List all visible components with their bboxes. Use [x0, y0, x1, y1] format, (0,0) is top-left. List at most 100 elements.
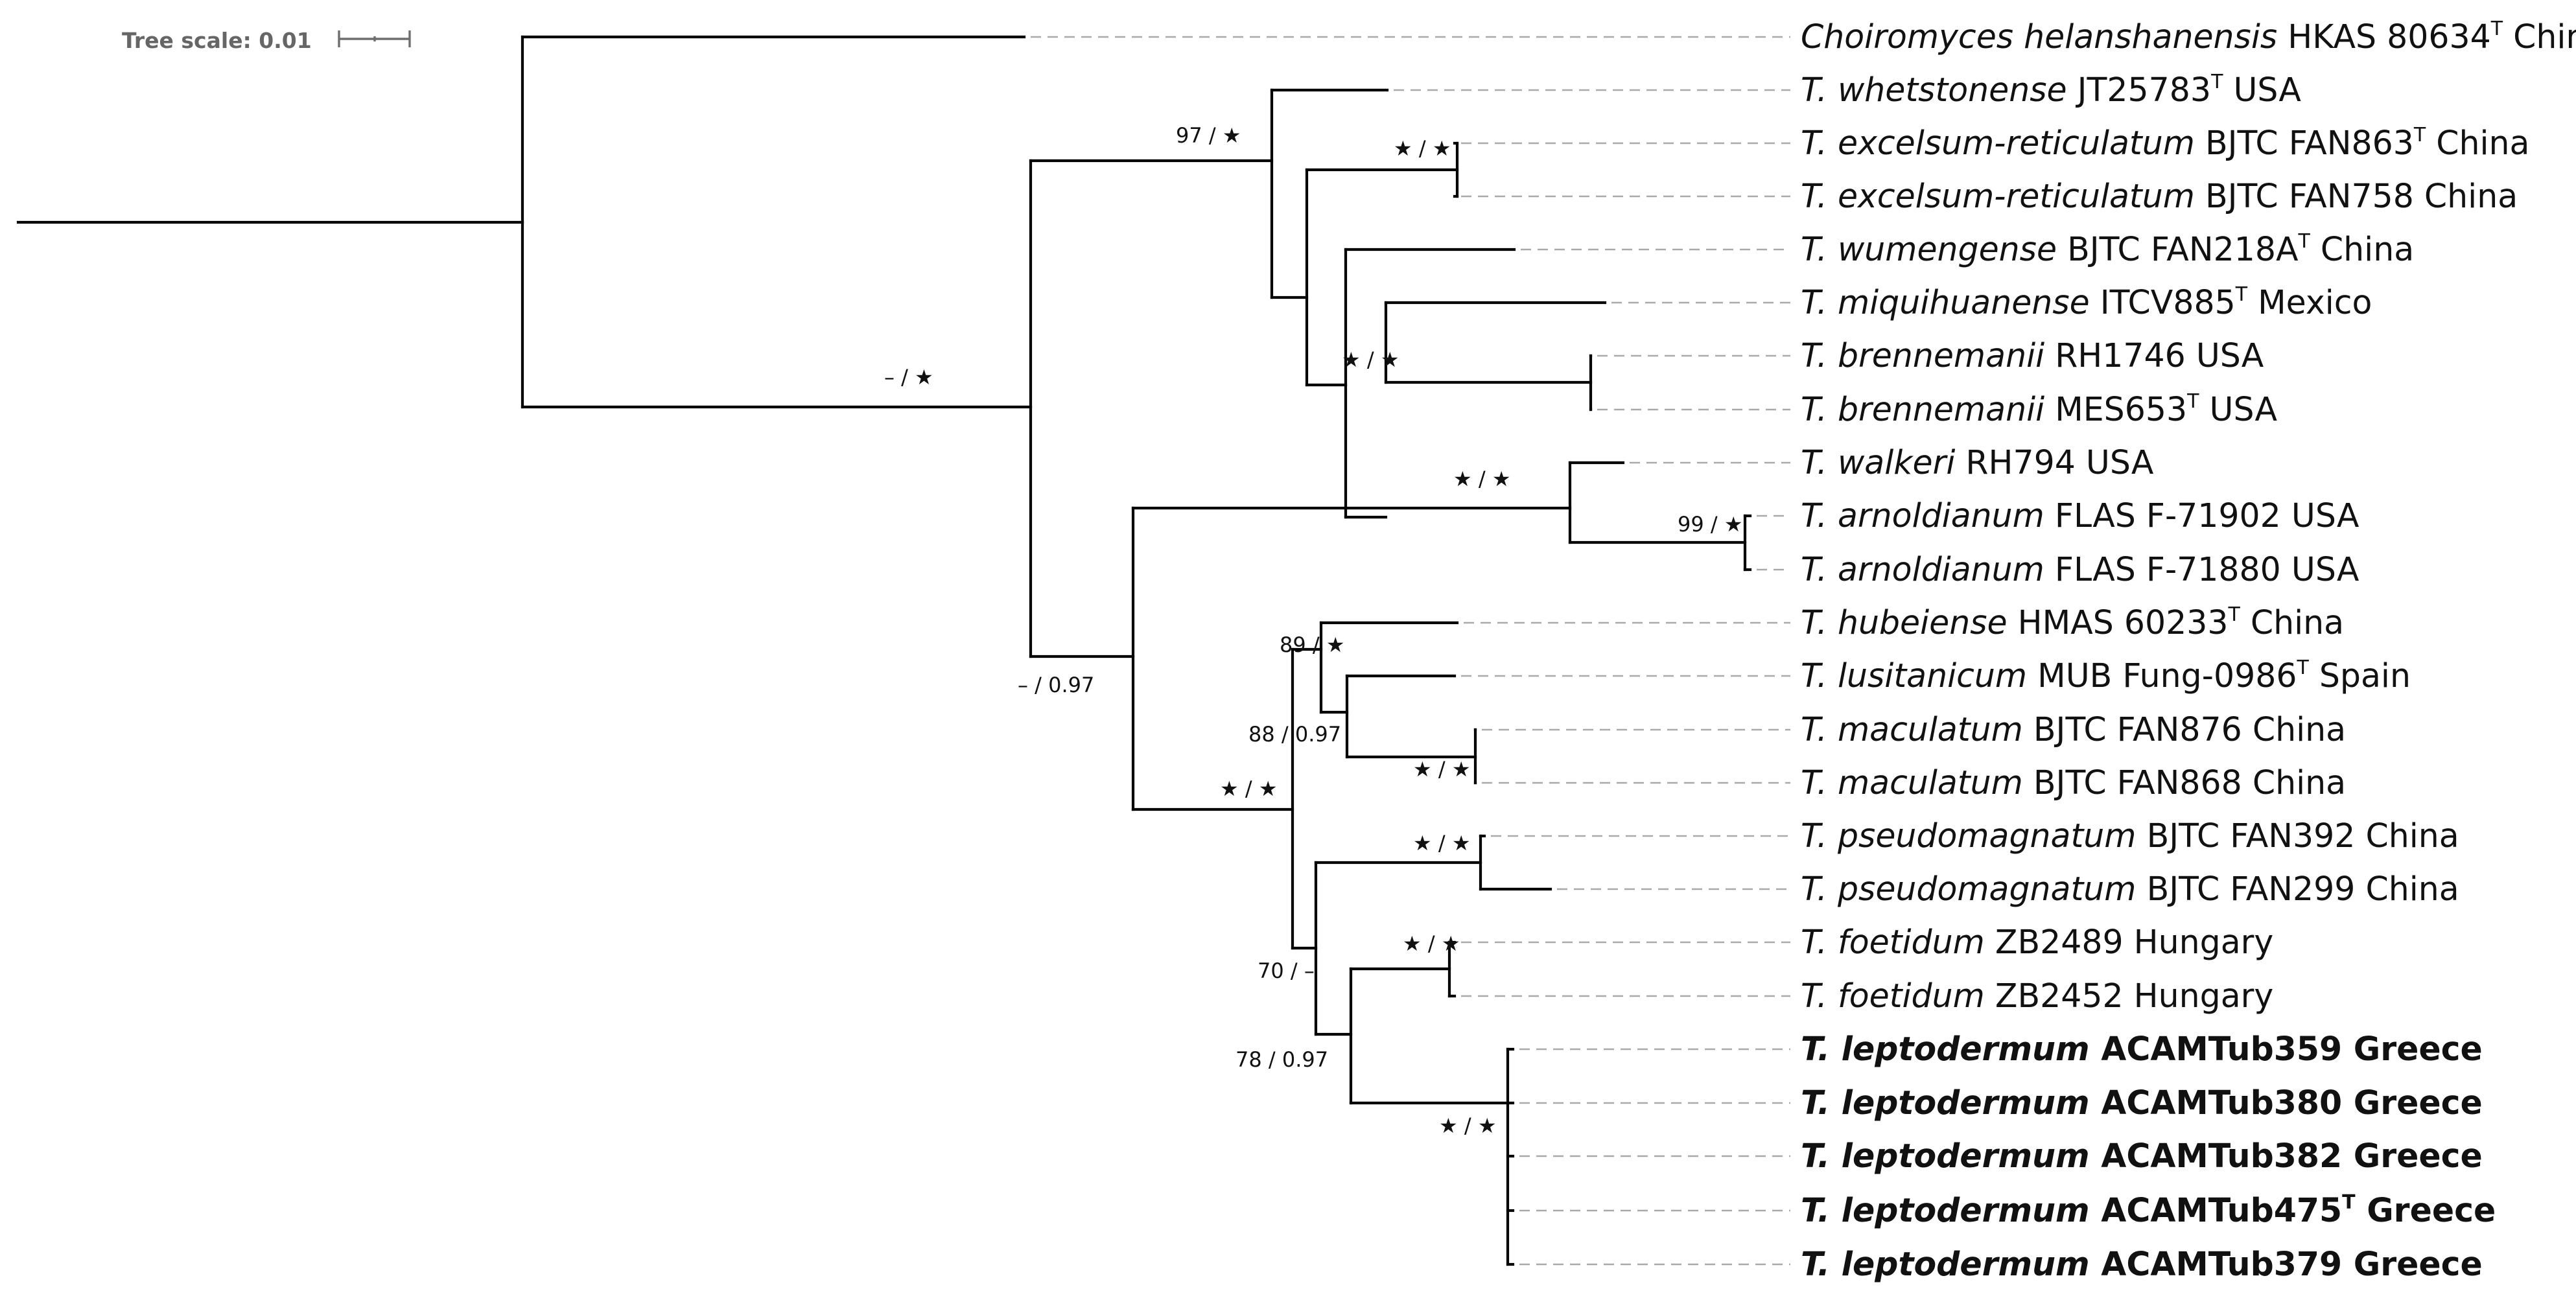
tip-voucher: BJTC FAN868 — [2023, 763, 2242, 802]
tip-voucher: BJTC FAN392 — [2137, 817, 2356, 855]
tip-label: T. maculatum BJTC FAN868 China — [1801, 763, 2346, 802]
type-marker: T — [2342, 1191, 2356, 1214]
tip-voucher: ACAMTub359 — [2090, 1030, 2342, 1068]
tip-label: T. excelsum-reticulatum BJTC FAN758 Chin… — [1801, 177, 2518, 215]
tip-voucher: FLAS F-71880 — [2044, 550, 2281, 588]
tip-country: China — [2240, 603, 2344, 642]
type-marker: T — [2186, 390, 2199, 413]
tip-species: T. leptodermum — [1801, 1245, 2090, 1283]
tip-label: T. maculatum BJTC FAN876 China — [1801, 710, 2346, 749]
tip-voucher: FLAS F-71902 — [2044, 496, 2281, 535]
tip-species: T. pseudomagnatum — [1801, 870, 2137, 908]
tip-country: Hungary — [2124, 923, 2274, 961]
tip-species: T. hubeiense — [1801, 603, 2008, 642]
tip-voucher: BJTC FAN876 — [2023, 710, 2242, 749]
tip-country: China — [2426, 124, 2529, 162]
tip-label: T. hubeiense HMAS 60233T China — [1801, 603, 2344, 642]
tip-label: T. leptodermum ACAMTub382 Greece — [1801, 1137, 2483, 1175]
tip-voucher: RH1746 — [2044, 336, 2186, 375]
tip-species: T. maculatum — [1801, 763, 2023, 802]
tip-country: USA — [2281, 550, 2359, 588]
support-value: ★ / ★ — [1220, 776, 1278, 801]
tip-label: T. arnoldianum FLAS F-71902 USA — [1801, 496, 2359, 535]
tip-voucher: ZB2452 — [1985, 977, 2124, 1015]
support-value: ★ / ★ — [1453, 467, 1511, 491]
tip-country: Greece — [2342, 1084, 2483, 1122]
tip-voucher: ACAMTub380 — [2090, 1084, 2342, 1122]
tip-country: USA — [2076, 443, 2154, 482]
tip-country: Greece — [2342, 1137, 2483, 1175]
tip-species: T. leptodermum — [1801, 1084, 2090, 1122]
support-value: 99 / ★ — [1678, 512, 1743, 537]
tip-label: T. lusitanicum MUB Fung-0986T Spain — [1801, 656, 2411, 695]
tip-label: T. pseudomagnatum BJTC FAN299 China — [1801, 870, 2459, 908]
tip-country: China — [2414, 177, 2518, 215]
type-marker: T — [2298, 230, 2311, 253]
tip-species: T. excelsum-reticulatum — [1801, 124, 2195, 162]
support-value: ★ / ★ — [1439, 1113, 1497, 1138]
tree-branches — [16, 35, 1752, 1266]
type-marker: T — [2296, 656, 2309, 679]
tip-voucher: ACAMTub379 — [2090, 1245, 2342, 1283]
tip-voucher: ACAMTub475 — [2090, 1191, 2342, 1229]
tip-country: Greece — [2342, 1245, 2483, 1283]
tip-labels: Choiromyces helanshanensis HKAS 80634T C… — [1801, 17, 2576, 1283]
tip-species: T. foetidum — [1801, 923, 1985, 961]
tip-species: T. leptodermum — [1801, 1191, 2090, 1229]
tip-voucher: BJTC FAN758 — [2195, 177, 2414, 215]
tip-country: China — [2355, 870, 2459, 908]
support-value: ★ / ★ — [1403, 931, 1460, 956]
tip-voucher: ACAMTub382 — [2090, 1137, 2342, 1175]
tip-voucher: BJTC FAN863 — [2195, 124, 2414, 162]
tip-label: T. leptodermum ACAMTub379 Greece — [1801, 1245, 2483, 1283]
tip-species: T. leptodermum — [1801, 1030, 2090, 1068]
tip-label: T. foetidum ZB2489 Hungary — [1801, 923, 2273, 961]
tip-species: T. walkeri — [1801, 443, 1955, 482]
tip-country: Mexico — [2247, 283, 2372, 321]
tip-country: USA — [2199, 390, 2277, 428]
tip-country: China — [2310, 230, 2414, 268]
type-marker: T — [2490, 17, 2503, 40]
tree-scale: Tree scale: 0.01 — [122, 28, 411, 53]
tip-species: T. excelsum-reticulatum — [1801, 177, 2195, 215]
type-marker: T — [2235, 283, 2248, 306]
tip-leader-lines — [1031, 36, 1790, 1266]
tip-label: T. brennemanii MES653T USA — [1801, 390, 2277, 428]
support-value: ★ / ★ — [1413, 757, 1471, 782]
support-value: ★ / ★ — [1342, 347, 1399, 372]
support-value: – / 0.97 — [1018, 673, 1094, 697]
tip-country: China — [2242, 763, 2346, 802]
tip-label: T. whetstonense JT25783T USA — [1801, 71, 2301, 109]
tip-voucher: HMAS 60233 — [2008, 603, 2229, 642]
tip-country: Greece — [2342, 1030, 2483, 1068]
tip-country: USA — [2186, 336, 2264, 375]
tip-species: T. brennemanii — [1801, 336, 2044, 375]
tip-voucher: BJTC FAN299 — [2137, 870, 2356, 908]
tree-scale-bar — [338, 30, 411, 47]
tip-voucher: BJTC FAN218A — [2057, 230, 2299, 268]
tip-country: Hungary — [2124, 977, 2274, 1015]
tip-label: T. walkeri RH794 USA — [1801, 443, 2154, 482]
support-value: 78 / 0.97 — [1235, 1047, 1328, 1072]
tip-species: T. lusitanicum — [1801, 656, 2027, 695]
tip-species: T. arnoldianum — [1801, 496, 2044, 535]
tip-voucher: MUB Fung-0986 — [2027, 656, 2297, 695]
support-value: 70 / – — [1258, 958, 1315, 983]
support-value: ★ / ★ — [1394, 136, 1451, 161]
tip-label: T. pseudomagnatum BJTC FAN392 China — [1801, 817, 2459, 855]
tip-label: T. wumengense BJTC FAN218AT China — [1801, 230, 2414, 268]
tip-label: T. leptodermum ACAMTub380 Greece — [1801, 1084, 2483, 1122]
tip-country: Greece — [2356, 1191, 2496, 1229]
tip-label: T. excelsum-reticulatum BJTC FAN863T Chi… — [1801, 124, 2530, 162]
support-value: 97 / ★ — [1176, 123, 1241, 148]
tip-species: T. whetstonense — [1801, 71, 2067, 109]
tip-label: T. leptodermum ACAMTub475T Greece — [1801, 1191, 2496, 1229]
tip-species: T. brennemanii — [1801, 390, 2044, 428]
tip-voucher: ZB2489 — [1985, 923, 2124, 961]
support-values: 97 / ★★ / ★★ / ★– / ★★ / ★99 / ★– / 0.97… — [884, 123, 1743, 1138]
tip-species: T. arnoldianum — [1801, 550, 2044, 588]
tip-voucher: RH794 — [1955, 443, 2076, 482]
tip-species: T. maculatum — [1801, 710, 2023, 749]
tip-voucher: JT25783 — [2067, 71, 2211, 109]
